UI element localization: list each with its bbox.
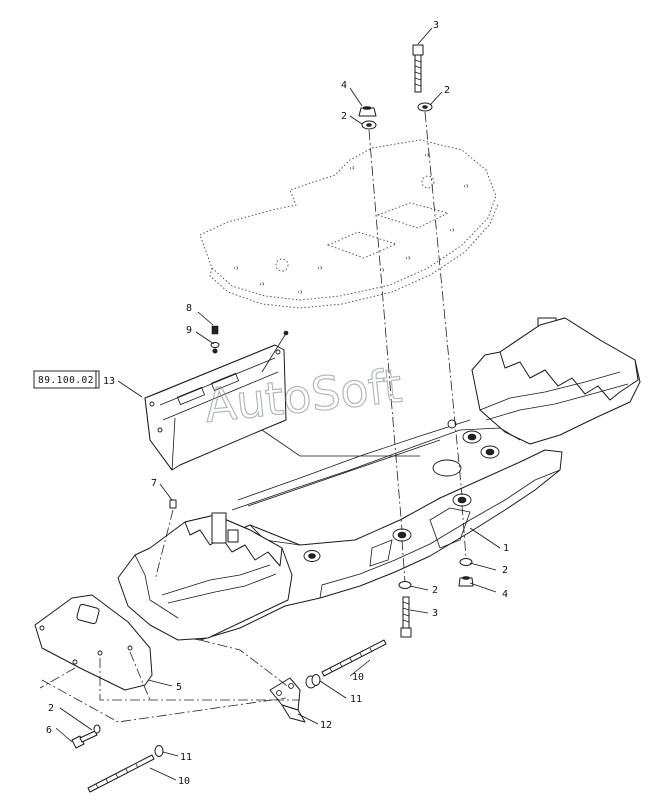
callout-4-top: 4 — [341, 80, 347, 91]
callout-9: 9 — [186, 325, 192, 336]
callout-3-bottom: 3 — [432, 608, 438, 619]
callout-11-right: 11 — [350, 694, 362, 705]
callout-2-right: 2 — [502, 565, 508, 576]
callout-1: 1 — [503, 543, 509, 554]
callout-8: 8 — [186, 303, 192, 314]
callout-10-right: 10 — [352, 672, 364, 683]
callout-4-right: 4 — [502, 589, 508, 600]
callout-11-bottom: 11 — [180, 752, 192, 763]
callout-2-top-left: 2 — [341, 111, 347, 122]
fasteners — [71, 44, 474, 793]
callout-2-left: 2 — [48, 703, 54, 714]
callout-labels: 3 4 2 2 8 9 13 7 1 2 4 2 3 5 10 11 12 2 … — [46, 20, 509, 787]
callout-2-top-right: 2 — [444, 85, 450, 96]
callout-10-bottom: 10 — [178, 776, 190, 787]
side-cover-plate — [34, 594, 153, 691]
bracket — [269, 675, 317, 723]
callout-6: 6 — [46, 725, 52, 736]
callout-5: 5 — [176, 682, 182, 693]
leader-lines — [55, 27, 501, 781]
alignment-lines — [39, 111, 467, 723]
callout-3-top: 3 — [433, 20, 439, 31]
reference-box: 89.100.02 — [33, 370, 100, 389]
callout-12: 12 — [320, 720, 332, 731]
callout-7: 7 — [151, 478, 157, 489]
callout-2-bottom: 2 — [432, 585, 438, 596]
floor-plate-phantom — [199, 139, 499, 309]
chassis-frame — [117, 317, 641, 641]
callout-13: 13 — [103, 376, 115, 387]
reference-number: 89.100.02 — [38, 375, 94, 386]
